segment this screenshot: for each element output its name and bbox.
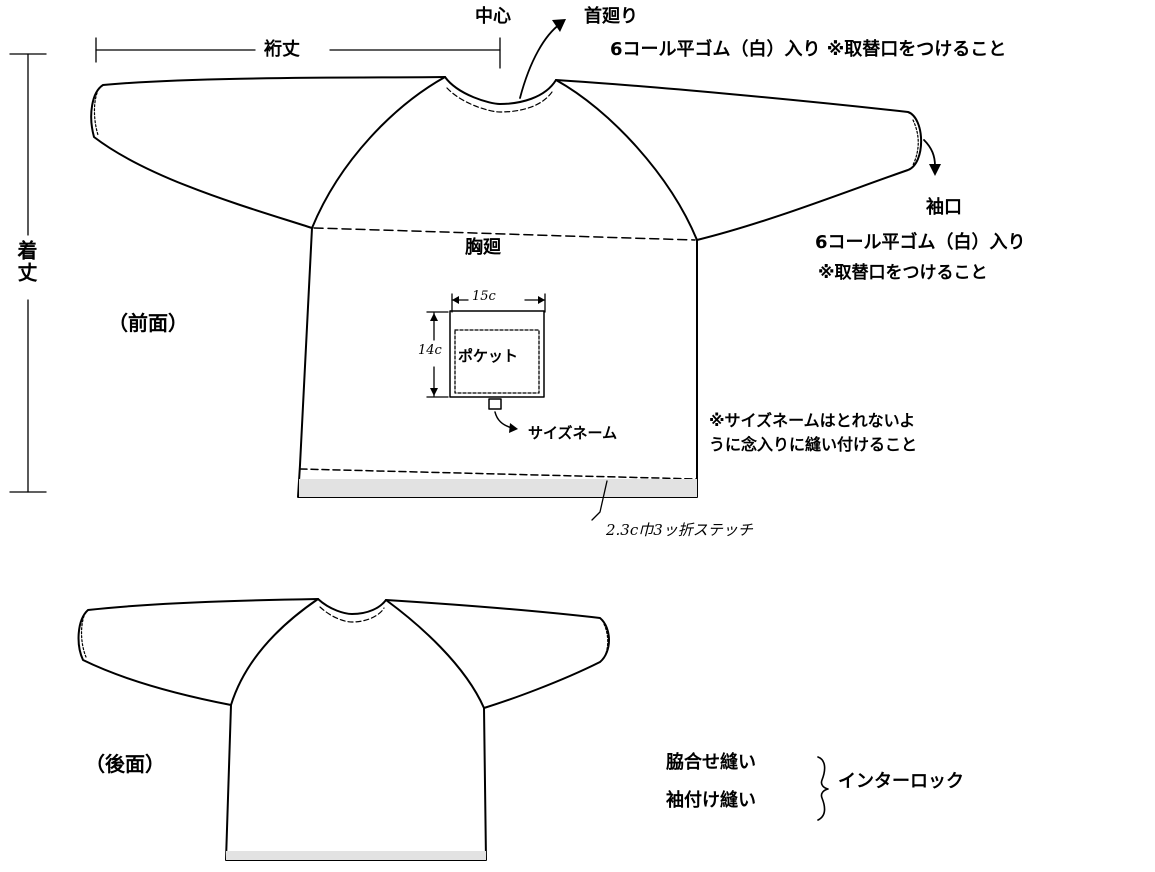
front-hem-band bbox=[299, 479, 697, 497]
front-left-raglan bbox=[311, 76, 446, 229]
neck-arrowhead bbox=[552, 19, 566, 32]
neck-arrow bbox=[519, 23, 561, 99]
back-body bbox=[225, 704, 487, 861]
neckline-label: 首廻り bbox=[584, 6, 638, 27]
size-name-arrowhead bbox=[509, 423, 518, 433]
back-right-cuff-shirring bbox=[603, 623, 609, 659]
cuff-elastic-label: 6コール平ゴム（白）入り bbox=[815, 232, 1026, 253]
side-seam-label: 脇合せ縫い bbox=[666, 752, 756, 773]
front-neckline bbox=[444, 76, 557, 105]
hem-stitch-label: 2.3c巾3ッ折ステッチ bbox=[606, 521, 753, 539]
front-left-sleeve bbox=[90, 76, 446, 229]
size-name-note-line2: うに念入りに縫い付けること bbox=[709, 435, 918, 454]
pocket-width-arrow-l bbox=[452, 296, 459, 304]
chest-line bbox=[313, 227, 696, 241]
front-garment bbox=[90, 76, 923, 498]
back-left-raglan bbox=[230, 598, 319, 706]
front-body bbox=[297, 227, 698, 498]
body-length-label: 着丈 bbox=[14, 240, 38, 284]
pocket-label: ポケット bbox=[458, 347, 519, 365]
center-label: 中心 bbox=[475, 6, 511, 27]
pocket-stitch bbox=[454, 329, 540, 394]
front-right-sleeve bbox=[555, 79, 923, 241]
front-neck-stitch bbox=[446, 87, 553, 113]
front-left-cuff-shirring bbox=[93, 92, 99, 136]
back-neck-stitch bbox=[319, 606, 385, 623]
size-name-arrow bbox=[494, 411, 513, 429]
interlock-label: インターロック bbox=[838, 771, 964, 792]
cuff-label: 袖口 bbox=[926, 197, 962, 218]
pocket-width-label: 15c bbox=[470, 289, 498, 304]
back-hem-band bbox=[226, 851, 486, 860]
size-name-tag bbox=[488, 398, 502, 410]
back-view-label: （後面） bbox=[85, 752, 165, 776]
cuff-arrowhead bbox=[929, 164, 941, 176]
pocket bbox=[449, 310, 545, 398]
front-view-label: （前面） bbox=[108, 311, 188, 335]
hem-leader bbox=[591, 480, 608, 521]
pocket-height-arrow-t bbox=[430, 313, 438, 321]
sleeve-length-label: 裄丈 bbox=[264, 39, 300, 60]
back-right-raglan bbox=[385, 599, 485, 709]
cuff-note-label: ※取替口をつけること bbox=[818, 263, 988, 283]
back-left-sleeve bbox=[77, 598, 319, 706]
chest-label: 胸廻 bbox=[463, 237, 503, 258]
back-garment bbox=[77, 598, 610, 861]
size-name-label: サイズネーム bbox=[528, 424, 618, 442]
cuff-arrow bbox=[923, 139, 936, 167]
size-name-note-line1: ※サイズネームはとれないよ bbox=[709, 411, 916, 430]
neck-elastic-label: 6コール平ゴム（白）入り ※取替口をつけること bbox=[610, 39, 1007, 60]
pocket-width-arrow-r bbox=[538, 296, 545, 304]
pocket-height-arrow-b bbox=[430, 388, 438, 396]
pocket-height-label: 14c bbox=[418, 343, 442, 358]
front-right-cuff-shirring bbox=[912, 119, 919, 166]
back-neckline bbox=[317, 598, 387, 615]
front-right-raglan bbox=[555, 79, 698, 241]
front-hem-stitch bbox=[299, 468, 698, 480]
back-left-cuff-shirring bbox=[80, 615, 87, 658]
back-right-sleeve bbox=[385, 599, 610, 709]
seam-brace bbox=[817, 756, 829, 821]
sleeve-seam-label: 袖付け縫い bbox=[666, 790, 756, 811]
